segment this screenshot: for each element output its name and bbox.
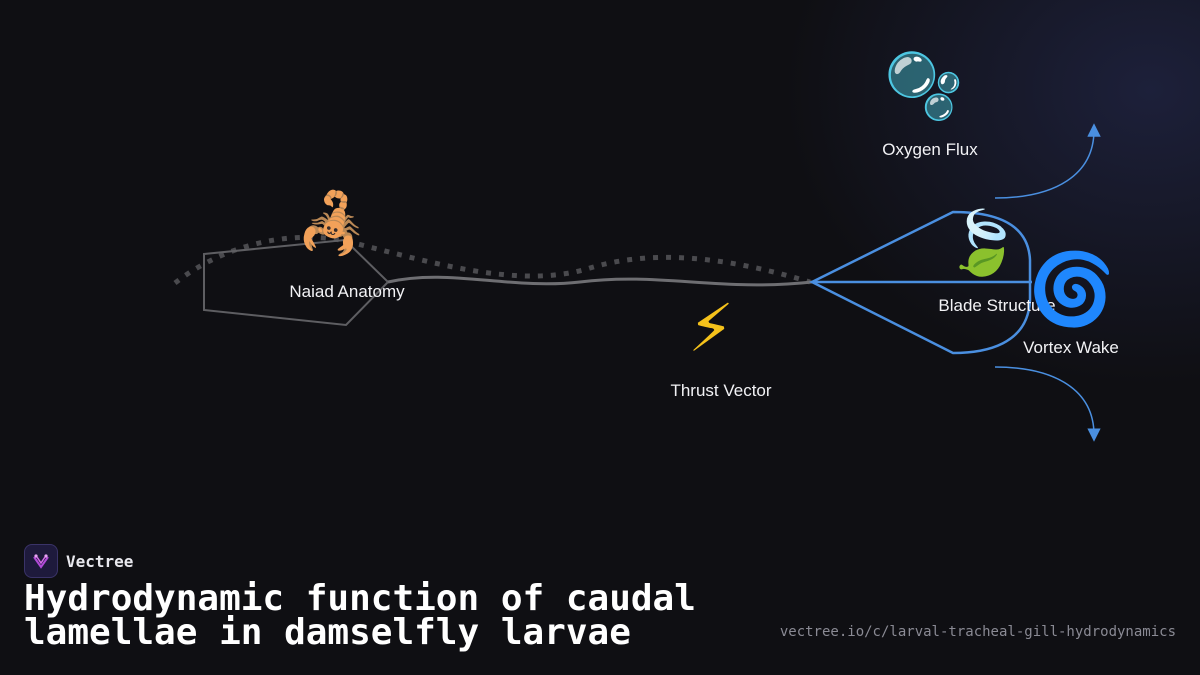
leaf-icon: 🍃 [944,206,1022,279]
naiad-body-outline [203,238,390,327]
blade-outline [809,210,1032,355]
dotted-trajectory-line [173,234,811,285]
brand-name: Vectree [66,551,134,571]
naiad-anatomy-label: Naiad Anatomy [289,282,405,301]
body-connector-line [387,275,813,287]
scorpion-icon: 🦂 [296,189,369,257]
page-title: Hydrodynamic function of caudal lamellae… [24,578,696,653]
vortex-wake-label: Vortex Wake [1023,338,1119,357]
lightning-icon: ⚡ [687,290,735,367]
vectree-logo-icon [24,544,58,578]
flow-arrow-down [994,366,1101,442]
brand: Vectree [24,544,133,578]
thrust-vector-label: Thrust Vector [670,381,772,400]
flow-arrow-up [994,123,1101,199]
cyclone-icon: 🌀 [1028,248,1116,330]
oxygen-flux-label: Oxygen Flux [882,140,978,159]
source-url: vectree.io/c/larval-tracheal-gill-hydrod… [779,624,1176,640]
bubbles-icon: 🫧 [884,50,964,124]
blade-structure-label: Blade Structure [938,296,1056,315]
